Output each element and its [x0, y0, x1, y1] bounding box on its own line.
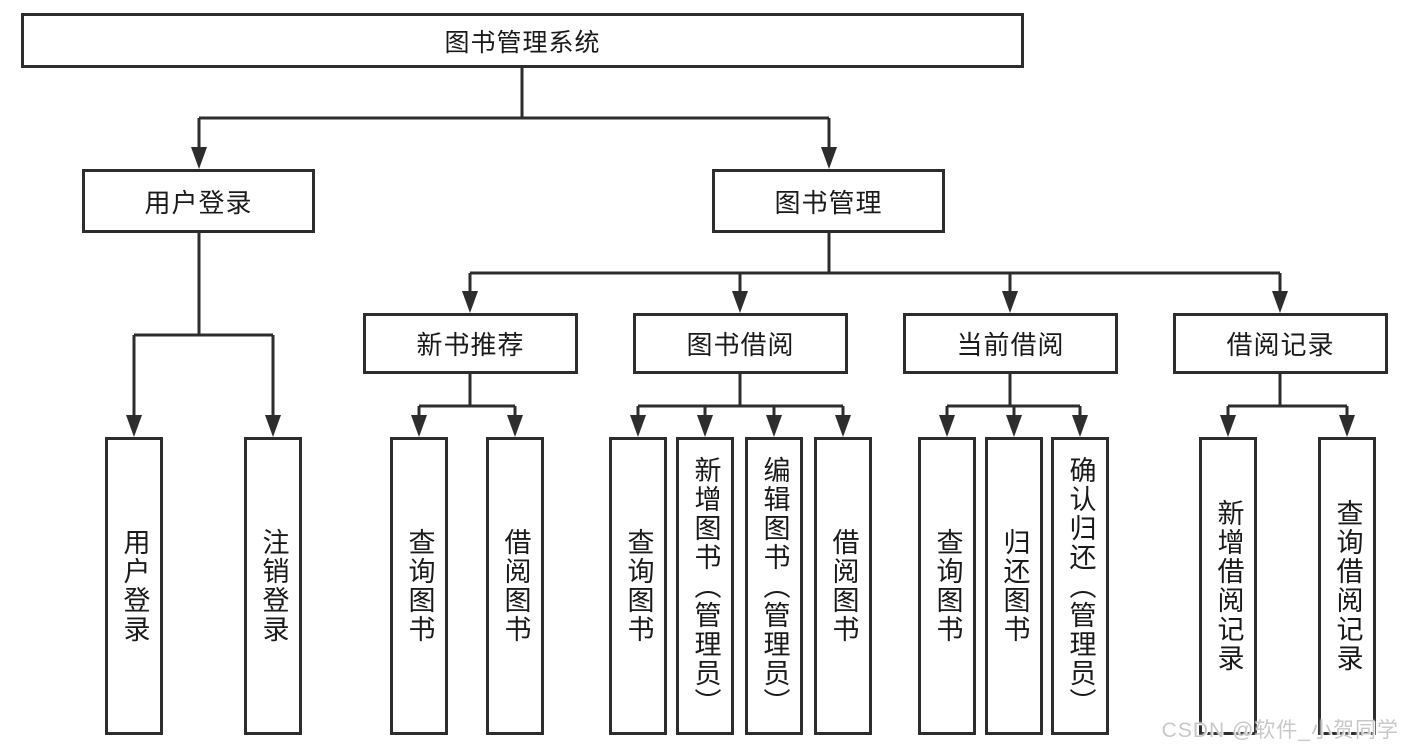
leaf-query-books-borrow-label: 查询图书	[623, 528, 654, 644]
leaf-borrow-books-label: 借阅图书	[828, 528, 859, 644]
leaf-edit-books-admin-label: 编辑图书（管理员）	[759, 455, 790, 717]
node-library-system: 图书管理系统	[21, 13, 1024, 68]
node-current-borrow: 当前借阅	[903, 313, 1118, 374]
leaf-borrow-books-recommend: 借阅图书	[486, 437, 544, 735]
leaf-query-books-recommend-label: 查询图书	[404, 528, 435, 644]
leaf-borrow-books: 借阅图书	[814, 437, 872, 735]
leaf-logout-label: 注销登录	[258, 528, 289, 644]
node-book-borrow: 图书借阅	[633, 313, 848, 374]
leaf-query-books-current-label: 查询图书	[932, 528, 963, 644]
leaf-edit-books-admin: 编辑图书（管理员）	[745, 437, 803, 735]
node-user-login: 用户登录	[82, 169, 315, 233]
leaf-add-borrow-record: 新增借阅记录	[1199, 437, 1257, 735]
leaf-query-borrow-record-label: 查询借阅记录	[1332, 499, 1363, 673]
leaf-user-login: 用户登录	[105, 437, 163, 735]
leaf-query-borrow-record: 查询借阅记录	[1318, 437, 1376, 735]
leaf-add-books-admin: 新增图书（管理员）	[676, 437, 734, 735]
leaf-query-books-recommend: 查询图书	[390, 437, 448, 735]
arrowheads	[126, 147, 1355, 437]
leaf-add-borrow-record-label: 新增借阅记录	[1213, 499, 1244, 673]
connector-lines	[132, 68, 1349, 421]
node-new-book-recommend: 新书推荐	[363, 313, 578, 374]
leaf-return-books: 归还图书	[985, 437, 1043, 735]
leaf-confirm-return-admin-label: 确认归还（管理员）	[1065, 455, 1096, 717]
leaf-confirm-return-admin: 确认归还（管理员）	[1051, 437, 1109, 735]
leaf-add-books-admin-label: 新增图书（管理员）	[690, 455, 721, 717]
csdn-watermark: CSDN @软件_小贺同学	[1161, 719, 1399, 742]
leaf-query-books-current: 查询图书	[918, 437, 976, 735]
leaf-logout: 注销登录	[244, 437, 302, 735]
leaf-user-login-label: 用户登录	[119, 528, 150, 644]
leaf-borrow-books-recommend-label: 借阅图书	[500, 528, 531, 644]
leaf-return-books-label: 归还图书	[999, 528, 1030, 644]
node-borrow-records: 借阅记录	[1173, 313, 1388, 374]
node-book-management: 图书管理	[712, 169, 945, 233]
leaf-query-books-borrow: 查询图书	[609, 437, 667, 735]
